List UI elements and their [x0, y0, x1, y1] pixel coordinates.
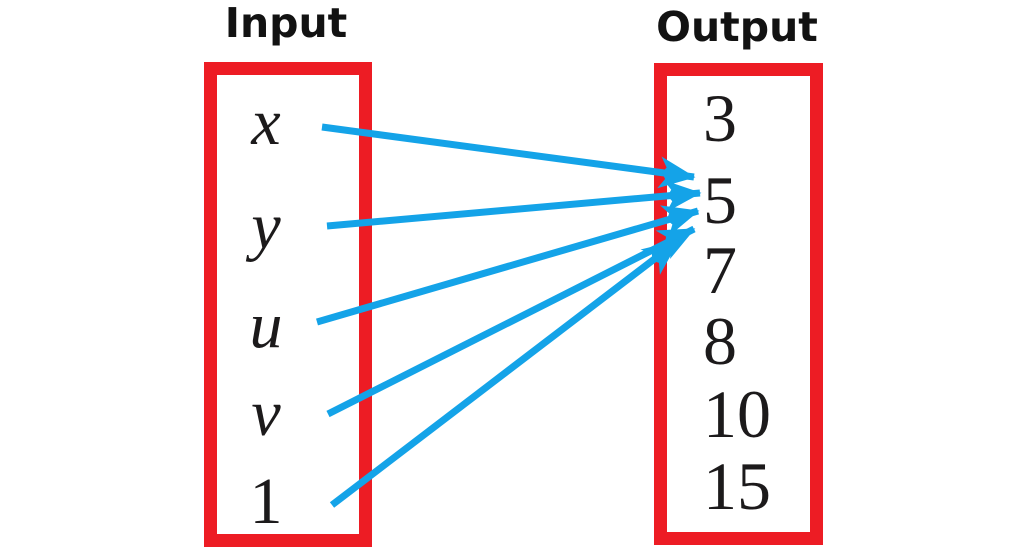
output-item-3: 3 [703, 80, 737, 156]
input-item-1: 1 [249, 465, 283, 538]
input-item-u: u [249, 289, 283, 362]
output-item-5: 5 [703, 162, 737, 238]
output-label: Output [656, 3, 818, 51]
output-item-10: 10 [703, 376, 771, 452]
input-label: Input [224, 0, 348, 47]
output-item-7: 7 [703, 232, 737, 308]
output-item-15: 15 [703, 448, 771, 524]
output-item-8: 8 [703, 303, 737, 379]
input-item-v: v [251, 377, 281, 450]
input-item-y: y [251, 190, 281, 263]
input-item-x: x [251, 86, 281, 159]
